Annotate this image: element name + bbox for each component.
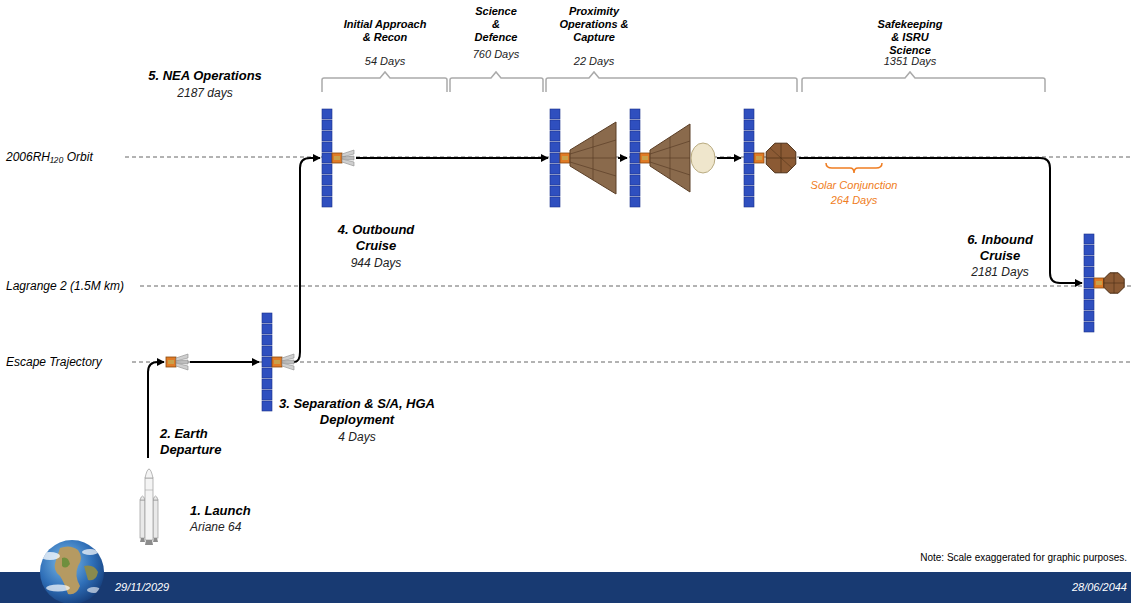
- orbit-label: 2006RH₁₂₀ Orbit: [6, 150, 93, 164]
- phase-title: 6. Inbound Cruise: [955, 232, 1045, 264]
- launcher-rocket: [140, 469, 158, 545]
- trajectory-segment: [618, 157, 627, 159]
- earth-globe: [0, 536, 130, 603]
- solar-array: [744, 109, 754, 207]
- asteroid: [691, 143, 715, 173]
- solar-array: [1084, 234, 1094, 332]
- capture-bag: [570, 122, 616, 194]
- conjunction-duration: 264 Days: [814, 193, 894, 207]
- end-date: 28/06/2044: [1072, 581, 1127, 594]
- captured-asteroid: [1104, 273, 1124, 293]
- phase-bracket: [802, 72, 1045, 92]
- phase-duration: 2187 days: [155, 86, 255, 100]
- spacecraft: [332, 150, 354, 166]
- trajectory: [148, 158, 1082, 458]
- capture-bag: [650, 124, 690, 192]
- solar-array: [630, 109, 640, 207]
- spacecraft: [1094, 278, 1104, 288]
- solar-array: [322, 109, 332, 207]
- phase-title: 2. Earth Departure: [160, 426, 240, 458]
- phase-duration: 4 Days: [317, 430, 397, 444]
- spacecraft: [754, 153, 764, 163]
- solar-array: [550, 109, 560, 207]
- start-date: 29/11/2029: [115, 581, 169, 594]
- scale-note: Note: Scale exaggerated for graphic purp…: [920, 552, 1127, 564]
- captured-asteroid: [766, 143, 796, 173]
- trajectory-segment: [717, 157, 741, 159]
- phase-title: 5. NEA Operations: [125, 68, 285, 84]
- phase-heading: Safekeeping & ISRU Science: [873, 18, 947, 57]
- phase-duration: 22 Days: [559, 55, 629, 68]
- phase-bracket: [450, 72, 543, 92]
- trajectory-segment: [294, 158, 320, 362]
- phase-heading: Initial Approach & Recon: [339, 18, 431, 44]
- phase-duration: 54 Days: [350, 55, 420, 68]
- orbit-label: Lagrange 2 (1.5M km): [6, 279, 124, 293]
- conjunction-label: Solar Conjunction: [789, 178, 919, 192]
- spacecraft: [272, 354, 294, 370]
- launcher-name: Ariane 64: [190, 520, 241, 534]
- solar-array: [262, 313, 272, 411]
- phase-title: 1. Launch: [190, 503, 251, 519]
- spacecraft: [640, 153, 650, 163]
- phase-duration: 944 Days: [336, 256, 416, 270]
- phase-heading: Proximity Operations & Capture: [554, 5, 634, 44]
- phase-title: 4. Outbound Cruise: [326, 222, 426, 254]
- trajectory-segment: [190, 361, 259, 363]
- trajectory-segment: [799, 158, 1082, 283]
- phase-duration: 2181 Days: [960, 265, 1040, 279]
- phase-duration: 1351 Days: [875, 55, 945, 68]
- phase-heading: Science & Defence: [471, 5, 521, 44]
- phase-bracket: [546, 72, 797, 92]
- spacecraft: [166, 354, 188, 370]
- orbit-label: Escape Trajectory: [6, 355, 102, 369]
- conjunction-brace: [826, 163, 882, 173]
- timeline-bar: 29/11/2029 28/06/2044: [0, 572, 1131, 603]
- lagrange-line: [140, 286, 1131, 287]
- trajectory-segment: [356, 157, 548, 159]
- phase-duration: 760 Days: [461, 48, 531, 61]
- spacecraft: [560, 153, 570, 163]
- phase-bracket: [322, 72, 447, 92]
- phase-title: 3. Separation & S/A, HGA Deployment: [277, 396, 437, 428]
